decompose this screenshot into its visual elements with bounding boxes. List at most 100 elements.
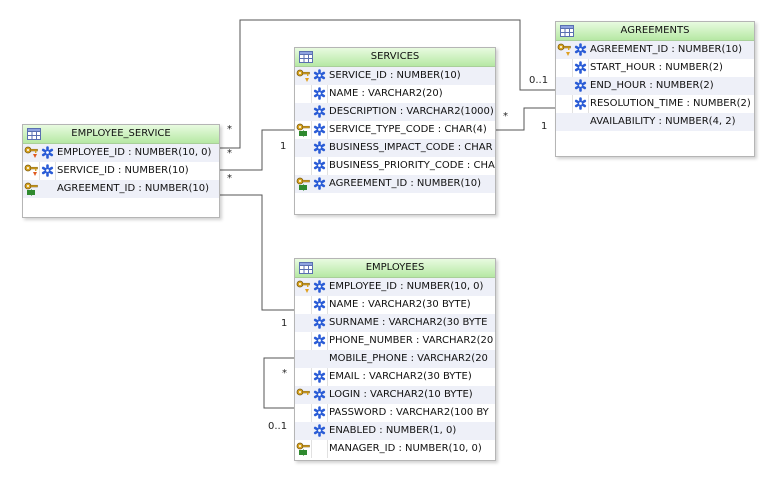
entity-services[interactable]: SERVICES SERVICE_ID : NUMBER(10) NAME : V… [294, 47, 496, 215]
relationship-line-es-services [218, 129, 296, 171]
column-row[interactable]: PASSWORD : VARCHAR2(100 BY [295, 404, 495, 422]
mandatory-asterisk-icon [313, 177, 326, 190]
key-gutter [23, 144, 40, 198]
column-label: EMPLOYEE_ID : NUMBER(10, 0) [57, 147, 212, 158]
multiplicity-label: * [227, 148, 232, 159]
column-row[interactable]: BUSINESS_PRIORITY_CODE : CHA [295, 157, 495, 175]
column-row[interactable]: SURNAME : VARCHAR2(30 BYTE [295, 314, 495, 332]
column-label: DESCRIPTION : VARCHAR2(1000) [329, 106, 494, 117]
mandatory-asterisk-icon [313, 280, 326, 293]
column-row[interactable]: AVAILABILITY : NUMBER(4, 2) [556, 113, 754, 131]
entity-header[interactable]: EMPLOYEE_SERVICE [23, 125, 219, 144]
column-row[interactable]: SERVICE_TYPE_CODE : CHAR(4) [295, 121, 495, 139]
column-label: SERVICE_ID : NUMBER(10) [57, 165, 189, 176]
multiplicity-label: 0..1 [268, 421, 288, 432]
entity-employees[interactable]: EMPLOYEES EMPLOYEE_ID : NUMBER(10, 0) NAM… [294, 258, 496, 461]
column-row[interactable]: PHONE_NUMBER : VARCHAR2(20 [295, 332, 495, 350]
column-row[interactable]: AGREEMENT_ID : NUMBER(10) [23, 180, 219, 198]
required-gutter [55, 144, 56, 198]
mandatory-asterisk-icon [313, 69, 326, 82]
column-row[interactable]: NAME : VARCHAR2(30 BYTE) [295, 296, 495, 314]
mandatory-asterisk-icon [41, 146, 54, 159]
pfk-key-icon [24, 145, 39, 161]
table-icon [560, 25, 574, 37]
column-row[interactable]: LOGIN : VARCHAR2(10 BYTE) [295, 386, 495, 404]
mandatory-asterisk-icon [313, 123, 326, 136]
entity-header[interactable]: SERVICES [295, 48, 495, 67]
column-row[interactable]: BUSINESS_IMPACT_CODE : CHAR [295, 139, 495, 157]
entity-title: AGREEMENTS [620, 25, 690, 36]
entity-title: EMPLOYEES [365, 262, 425, 273]
column-row[interactable]: DESCRIPTION : VARCHAR2(1000) [295, 103, 495, 121]
fk-key-icon [296, 122, 311, 138]
multiplicity-label: 1 [541, 121, 548, 132]
mandatory-asterisk-icon [313, 406, 326, 419]
column-label: MANAGER_ID : NUMBER(10, 0) [329, 443, 482, 454]
table-icon [299, 51, 313, 63]
multiplicity-label: * [282, 368, 287, 379]
entity-title: EMPLOYEE_SERVICE [71, 128, 171, 139]
mandatory-asterisk-icon [313, 159, 326, 172]
column-row[interactable]: EMAIL : VARCHAR2(30 BYTE) [295, 368, 495, 386]
mandatory-asterisk-icon [574, 79, 587, 92]
column-row[interactable]: AGREEMENT_ID : NUMBER(10) [556, 41, 754, 59]
key-gutter [295, 67, 312, 193]
column-row[interactable]: NAME : VARCHAR2(20) [295, 85, 495, 103]
fk-key-icon [296, 441, 311, 457]
mandatory-asterisk-icon [574, 43, 587, 56]
column-row[interactable]: ENABLED : NUMBER(1, 0) [295, 422, 495, 440]
column-label: AVAILABILITY : NUMBER(4, 2) [590, 116, 736, 127]
multiplicity-label: * [227, 124, 232, 135]
mandatory-asterisk-icon [313, 334, 326, 347]
mandatory-asterisk-icon [313, 424, 326, 437]
pk-key-icon [557, 42, 572, 58]
multiplicity-label: 0..1 [529, 75, 549, 86]
column-row[interactable]: RESOLUTION_TIME : NUMBER(2) [556, 95, 754, 113]
pk-key-icon [296, 68, 311, 84]
fk-key-icon [296, 176, 311, 192]
column-row[interactable]: MANAGER_ID : NUMBER(10, 0) [295, 440, 495, 458]
column-row[interactable]: END_HOUR : NUMBER(2) [556, 77, 754, 95]
relationship-line-services-agreements [494, 107, 556, 131]
multiplicity-label: * [227, 173, 232, 184]
mandatory-asterisk-icon [313, 298, 326, 311]
column-row[interactable]: MOBILE_PHONE : VARCHAR2(20 [295, 350, 495, 368]
column-row[interactable]: SERVICE_ID : NUMBER(10) [23, 162, 219, 180]
column-row[interactable]: SERVICE_ID : NUMBER(10) [295, 67, 495, 85]
mandatory-asterisk-icon [41, 164, 54, 177]
required-gutter [327, 278, 328, 458]
entity-employee-service[interactable]: EMPLOYEE_SERVICE EMPLOYEE_ID : NUMBER(10… [22, 124, 220, 218]
entity-agreements[interactable]: AGREEMENTS AGREEMENT_ID : NUMBER(10) STAR… [555, 21, 755, 157]
column-label: ENABLED : NUMBER(1, 0) [329, 425, 457, 436]
entity-header[interactable]: AGREEMENTS [556, 22, 754, 41]
column-row[interactable]: START_HOUR : NUMBER(2) [556, 59, 754, 77]
multiplicity-label: 1 [280, 141, 287, 152]
column-label: SERVICE_TYPE_CODE : CHAR(4) [329, 124, 487, 135]
column-label: EMAIL : VARCHAR2(30 BYTE) [329, 371, 472, 382]
entity-header[interactable]: EMPLOYEES [295, 259, 495, 278]
column-label: BUSINESS_PRIORITY_CODE : CHA [329, 160, 495, 171]
fk-key-icon [24, 181, 39, 197]
column-label: SERVICE_ID : NUMBER(10) [329, 70, 461, 81]
column-label: SURNAME : VARCHAR2(30 BYTE [329, 317, 488, 328]
relationship-line-es-employees [218, 194, 296, 311]
relationship-line-es-agreements [218, 19, 556, 149]
relationship-line-employees-self [263, 357, 296, 409]
column-label: AGREEMENT_ID : NUMBER(10) [590, 44, 742, 55]
table-icon [299, 262, 313, 274]
mandatory-asterisk-icon [313, 141, 326, 154]
entity-columns: SERVICE_ID : NUMBER(10) NAME : VARCHAR2(2… [295, 67, 495, 193]
column-row[interactable]: AGREEMENT_ID : NUMBER(10) [295, 175, 495, 193]
column-label: AGREEMENT_ID : NUMBER(10) [329, 178, 481, 189]
column-row[interactable]: EMPLOYEE_ID : NUMBER(10, 0) [295, 278, 495, 296]
column-label: EMPLOYEE_ID : NUMBER(10, 0) [329, 281, 484, 292]
mandatory-asterisk-icon [313, 105, 326, 118]
column-row[interactable]: EMPLOYEE_ID : NUMBER(10, 0) [23, 144, 219, 162]
mandatory-asterisk-icon [574, 97, 587, 110]
mandatory-asterisk-icon [313, 316, 326, 329]
column-label: LOGIN : VARCHAR2(10 BYTE) [329, 389, 473, 400]
column-label: RESOLUTION_TIME : NUMBER(2) [590, 98, 751, 109]
multiplicity-label: 1 [281, 318, 288, 329]
column-label: NAME : VARCHAR2(20) [329, 88, 443, 99]
column-label: MOBILE_PHONE : VARCHAR2(20 [329, 353, 488, 364]
